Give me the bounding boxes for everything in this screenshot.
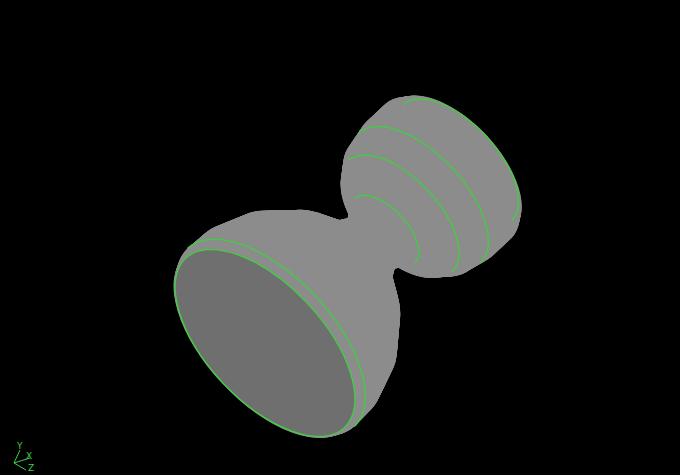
edge-curve <box>355 195 419 263</box>
axis-line <box>14 450 20 463</box>
edge-rings <box>187 99 518 427</box>
surface-slice <box>143 208 398 469</box>
body-surface <box>141 72 545 469</box>
surface-slice <box>142 209 396 468</box>
end-face <box>143 219 386 468</box>
axis-letter: Y <box>17 442 23 451</box>
surface-slice <box>142 213 393 469</box>
edge-curve <box>348 155 459 272</box>
surface-slice <box>143 207 399 468</box>
edge-curve <box>359 127 489 264</box>
axis-letter: Z <box>28 464 34 473</box>
axis-line <box>14 463 26 470</box>
axis-letter: X <box>26 452 32 461</box>
surface-slice <box>141 217 389 470</box>
surface-slice <box>141 215 390 469</box>
edge-curve <box>187 239 365 426</box>
edge-curve <box>403 99 519 221</box>
surface-slice <box>142 214 392 469</box>
surface-slice <box>144 206 400 467</box>
surface-slice <box>142 212 394 469</box>
surface-slice <box>142 210 395 468</box>
